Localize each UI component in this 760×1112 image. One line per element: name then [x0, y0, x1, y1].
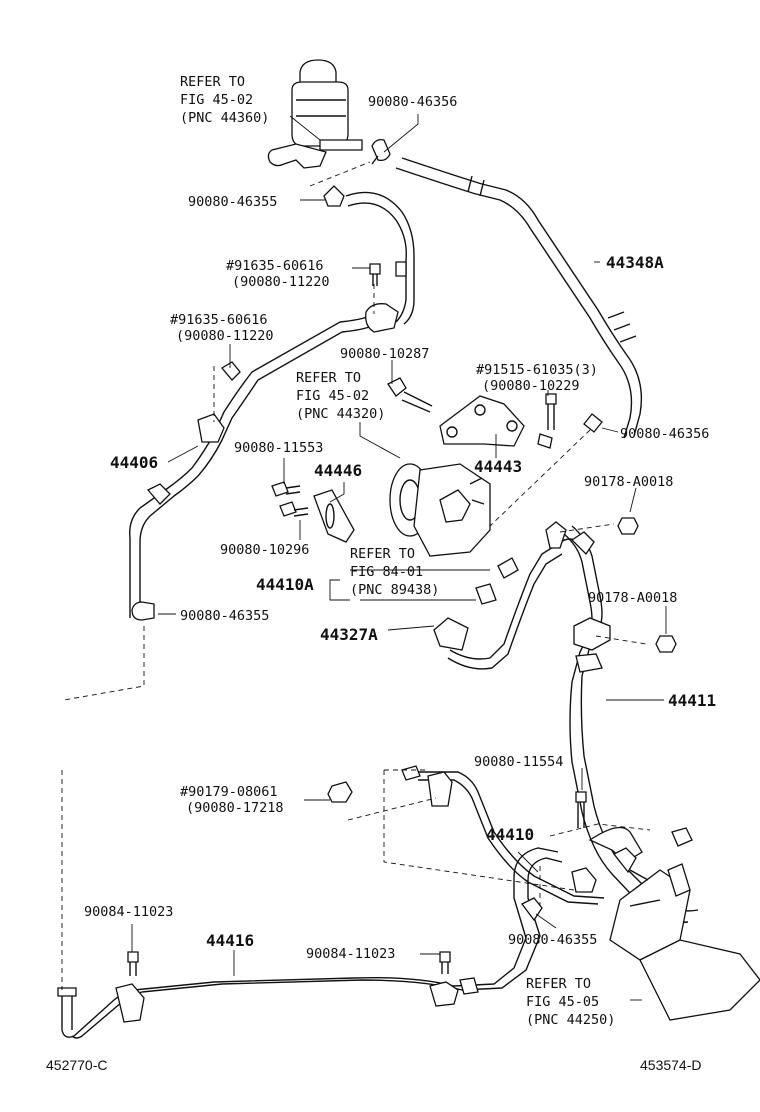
bolt-91635-b	[221, 361, 241, 381]
label-44411: 44411	[668, 691, 716, 710]
label-44446: 44446	[314, 461, 362, 480]
refer-gear-line-1: REFER TO	[526, 976, 591, 992]
return-pipe-44410	[401, 765, 643, 905]
dashed-guides	[61, 161, 651, 990]
label-44327A: 44327A	[320, 625, 378, 644]
label-90080-10229: (90080-10229	[482, 378, 580, 394]
reservoir-tank	[267, 59, 363, 169]
label-91635-60616-a: #91635-60616	[226, 258, 324, 274]
label-90080-11554: 90080-11554	[474, 754, 563, 770]
label-90084-11023-a: 90084-11023	[84, 904, 173, 920]
refer-pump-line-3: (PNC 44320)	[296, 406, 385, 422]
label-90084-11023-b: 90084-11023	[306, 946, 395, 962]
label-90080-11220-a: (90080-11220	[232, 274, 330, 290]
refer-gear-line-3: (PNC 44250)	[526, 1012, 615, 1028]
bolt-91515	[537, 393, 557, 449]
label-90178-A0018-b: 90178-A0018	[588, 590, 677, 606]
nuts-90178	[617, 517, 677, 653]
label-90179-08061: #90179-08061	[180, 784, 278, 800]
suction-hose-upper	[323, 185, 415, 325]
plate-44446	[313, 489, 355, 543]
label-44410: 44410	[486, 825, 534, 844]
label-90080-10287: 90080-10287	[340, 346, 429, 362]
label-90080-46356-mid: 90080-46356	[620, 426, 709, 442]
footer-left-code: 452770-C	[46, 1057, 108, 1073]
bolt-11554	[575, 791, 587, 828]
return-hose-44348a	[395, 157, 643, 439]
refer-switch-line-2: FIG 84-01	[350, 564, 423, 580]
label-44416: 44416	[206, 931, 254, 950]
label-44443: 44443	[474, 457, 522, 476]
label-90080-11553: 90080-11553	[234, 440, 323, 456]
label-90080-46355-mid: 90080-46355	[180, 608, 269, 624]
refer-gear-line-2: FIG 45-05	[526, 994, 599, 1010]
refer-switch-line-3: (PNC 89438)	[350, 582, 439, 598]
nut-90179	[327, 781, 353, 803]
label-90080-11220-b: (90080-11220	[176, 328, 274, 344]
part-labels: REFER TO FIG 45-02 (PNC 44360) 90080-463…	[46, 74, 716, 1073]
refer-reservoir-line-2: FIG 45-02	[180, 92, 253, 108]
bolt-10287	[387, 377, 433, 413]
label-44406: 44406	[110, 453, 158, 472]
label-90080-10296: 90080-10296	[220, 542, 309, 558]
refer-pump-line-1: REFER TO	[296, 370, 361, 386]
bolts-11553-10296	[271, 481, 309, 517]
label-44348A: 44348A	[606, 253, 664, 272]
refer-reservoir-line-1: REFER TO	[180, 74, 245, 90]
refer-pump-line-2: FIG 45-02	[296, 388, 369, 404]
clamp-lower-left	[131, 601, 155, 621]
label-90080-46355-top: 90080-46355	[188, 194, 277, 210]
leader-lines	[131, 114, 667, 1001]
label-90178-A0018-a: 90178-A0018	[584, 474, 673, 490]
bracket-44443	[439, 395, 525, 447]
label-90080-17218: (90080-17218	[186, 800, 284, 816]
pressure-switch-pipe-44327a	[433, 521, 583, 670]
refer-reservoir-line-3: (PNC 44360)	[180, 110, 269, 126]
label-44410A: 44410A	[256, 575, 314, 594]
return-tube-44416	[57, 847, 563, 1039]
footer-right-code: 453574-D	[640, 1057, 702, 1073]
vane-pump	[389, 463, 491, 557]
clamp-top-right	[371, 138, 391, 165]
label-90080-46355-bot: 90080-46355	[508, 932, 597, 948]
pipe-44406	[129, 303, 399, 620]
label-91635-60616-b: #91635-60616	[170, 312, 268, 328]
label-91515-61035: #91515-61035(3)	[476, 362, 598, 378]
steering-gear	[609, 863, 760, 1021]
clamp-mid-right	[583, 413, 603, 433]
label-90080-46356-top: 90080-46356	[368, 94, 457, 110]
refer-switch-line-1: REFER TO	[350, 546, 415, 562]
bolt-91635-a	[369, 263, 381, 286]
bolts-90084	[127, 951, 451, 976]
